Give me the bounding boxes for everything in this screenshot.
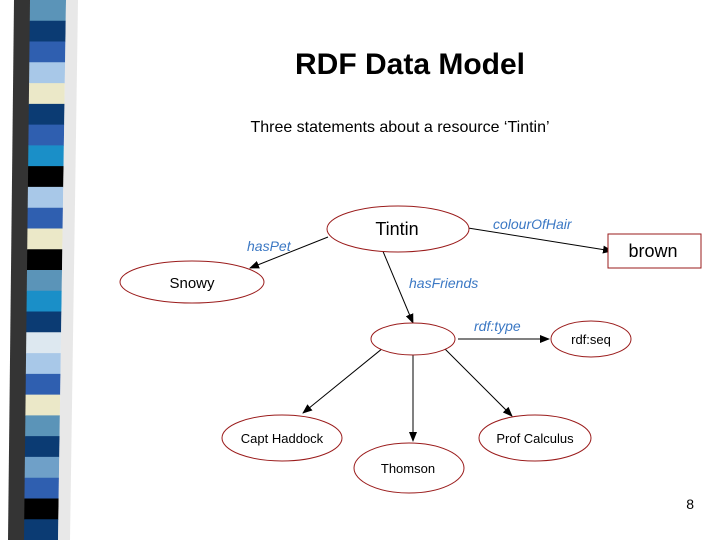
stripe-block [29, 20, 66, 43]
stripe-block [25, 415, 60, 437]
slide-subtitle: Three statements about a resource ‘Tinti… [250, 119, 550, 136]
stripe-block [27, 228, 63, 250]
stripe-block [26, 332, 62, 354]
stripe-block [28, 103, 65, 126]
stripe-block [23, 519, 59, 540]
stripe-block [24, 498, 59, 520]
stripe-block [27, 207, 63, 229]
stripe-block [29, 0, 66, 22]
stripe-block [29, 41, 66, 63]
stripe-block [28, 145, 64, 167]
stripe-block [26, 290, 62, 313]
node-prof-calculus: Prof Calculus [478, 414, 592, 462]
edge-blank-calculus [443, 347, 513, 417]
stripe-shadow [58, 0, 78, 540]
node-label-prof-calculus: Prof Calculus [496, 431, 574, 446]
node-thomson: Thomson [353, 442, 465, 494]
edge-label-has-friends: hasFriends [409, 275, 478, 291]
stripe-block [25, 373, 61, 396]
stripe-block [26, 270, 62, 292]
node-label-rdf-seq: rdf:seq [571, 332, 611, 347]
edge-label-colour-of-hair: colourOfHair [493, 216, 573, 232]
node-snowy: Snowy [119, 260, 265, 304]
node-blank [370, 322, 456, 356]
stripe-block [24, 436, 60, 458]
stripe-block [24, 456, 60, 479]
edge-blank-haddock [302, 347, 384, 414]
node-label-snowy: Snowy [169, 275, 215, 292]
edge-label-rdf-type: rdf:type [474, 318, 521, 334]
stripe-block [26, 249, 63, 271]
slide-title: RDF Data Model [294, 48, 525, 81]
node-capt-haddock: Capt Haddock [221, 414, 343, 462]
stripe-block [25, 394, 61, 416]
node-brown: brown [607, 233, 702, 269]
edge-label-has-pet: hasPet [247, 238, 292, 254]
edge-has-friends [381, 248, 414, 324]
stripe-block [29, 62, 66, 84]
edge-has-pet [249, 236, 329, 269]
decorative-stripe [8, 0, 78, 540]
stripe-block [28, 83, 65, 105]
stripe-block [27, 166, 64, 188]
node-label-thomson: Thomson [381, 461, 435, 476]
node-rdf-seq: rdf:seq [550, 320, 632, 358]
node-label-brown: brown [628, 241, 677, 261]
node-label-tintin: Tintin [375, 219, 418, 239]
node-label-capt-haddock: Capt Haddock [241, 431, 324, 446]
stripe-block [28, 124, 65, 146]
stripe-block [26, 311, 62, 333]
edge-colour-of-hair [467, 227, 613, 254]
page-number: 8 [686, 496, 694, 512]
node-tintin: Tintin [326, 205, 470, 253]
stripe-block [25, 353, 61, 375]
stripe-block [24, 477, 59, 499]
stripe-block [27, 186, 64, 209]
